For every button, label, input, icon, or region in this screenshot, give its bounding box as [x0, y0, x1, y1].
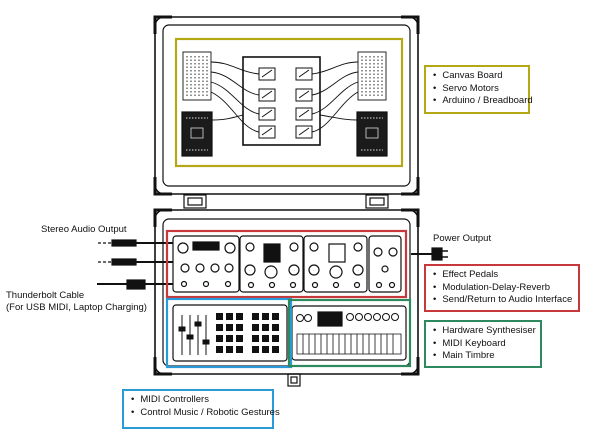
keyboard-keys	[296, 333, 402, 355]
case-base	[153, 208, 420, 387]
canvas-frame	[174, 37, 404, 168]
breadboard-right	[357, 51, 387, 101]
callout-item: MIDI Keyboard	[433, 338, 533, 351]
servo-motors	[258, 67, 313, 139]
callout-item: Arduino / Breadboard	[433, 95, 532, 108]
synth-frame	[287, 298, 412, 368]
power-plug-icon	[411, 247, 448, 261]
callout-item: Modulation-Delay-Reverb	[433, 282, 571, 295]
hinges	[183, 194, 389, 209]
callout-item: Canvas Board	[433, 70, 521, 83]
callout-item: Hardware Synthesiser	[433, 325, 535, 338]
thunderbolt-label-line2: (For USB MIDI, Laptop Charging)	[6, 302, 147, 313]
fader-strip	[178, 315, 210, 355]
midi-controllers	[172, 304, 288, 362]
callout-item: MIDI Controllers	[131, 394, 265, 407]
effects-frame	[165, 229, 408, 299]
thunderbolt-label-line1: Thunderbolt Cable	[6, 290, 85, 301]
callout-item: Send/Return to Audio Interface	[433, 294, 572, 307]
midi-frame	[165, 297, 293, 369]
case-lid	[153, 15, 420, 196]
power-output-label: Power Output	[433, 233, 492, 244]
canvas-board	[242, 56, 321, 146]
pad-grid	[216, 313, 279, 353]
hardware-synth	[291, 305, 407, 361]
thunderbolt-cable	[97, 279, 173, 290]
canvas-callout: Canvas Board Servo Motors Arduino / Brea…	[424, 65, 533, 114]
effects-callout: Effect Pedals Modulation-Delay-Reverb Se…	[424, 264, 580, 312]
thunderbolt-label: Thunderbolt Cable (For USB MIDI, Laptop …	[6, 290, 147, 314]
stereo-audio-label: Stereo Audio Output	[41, 224, 127, 235]
midi-callout: MIDI Controllers Control Music / Robotic…	[122, 389, 280, 429]
arduino-left	[181, 111, 213, 157]
wiring	[210, 61, 359, 133]
stereo-audio-cables	[98, 239, 173, 266]
effect-pedals	[172, 235, 402, 293]
breadboard-left	[182, 51, 212, 101]
synth-callout: Hardware Synthesiser MIDI Keyboard Main …	[424, 320, 542, 368]
arduino-right	[356, 111, 388, 157]
callout-item: Servo Motors	[433, 83, 521, 96]
callout-item: Effect Pedals	[433, 269, 571, 282]
callout-item: Main Timbre	[433, 350, 533, 363]
callout-item: Control Music / Robotic Gestures	[131, 407, 279, 420]
